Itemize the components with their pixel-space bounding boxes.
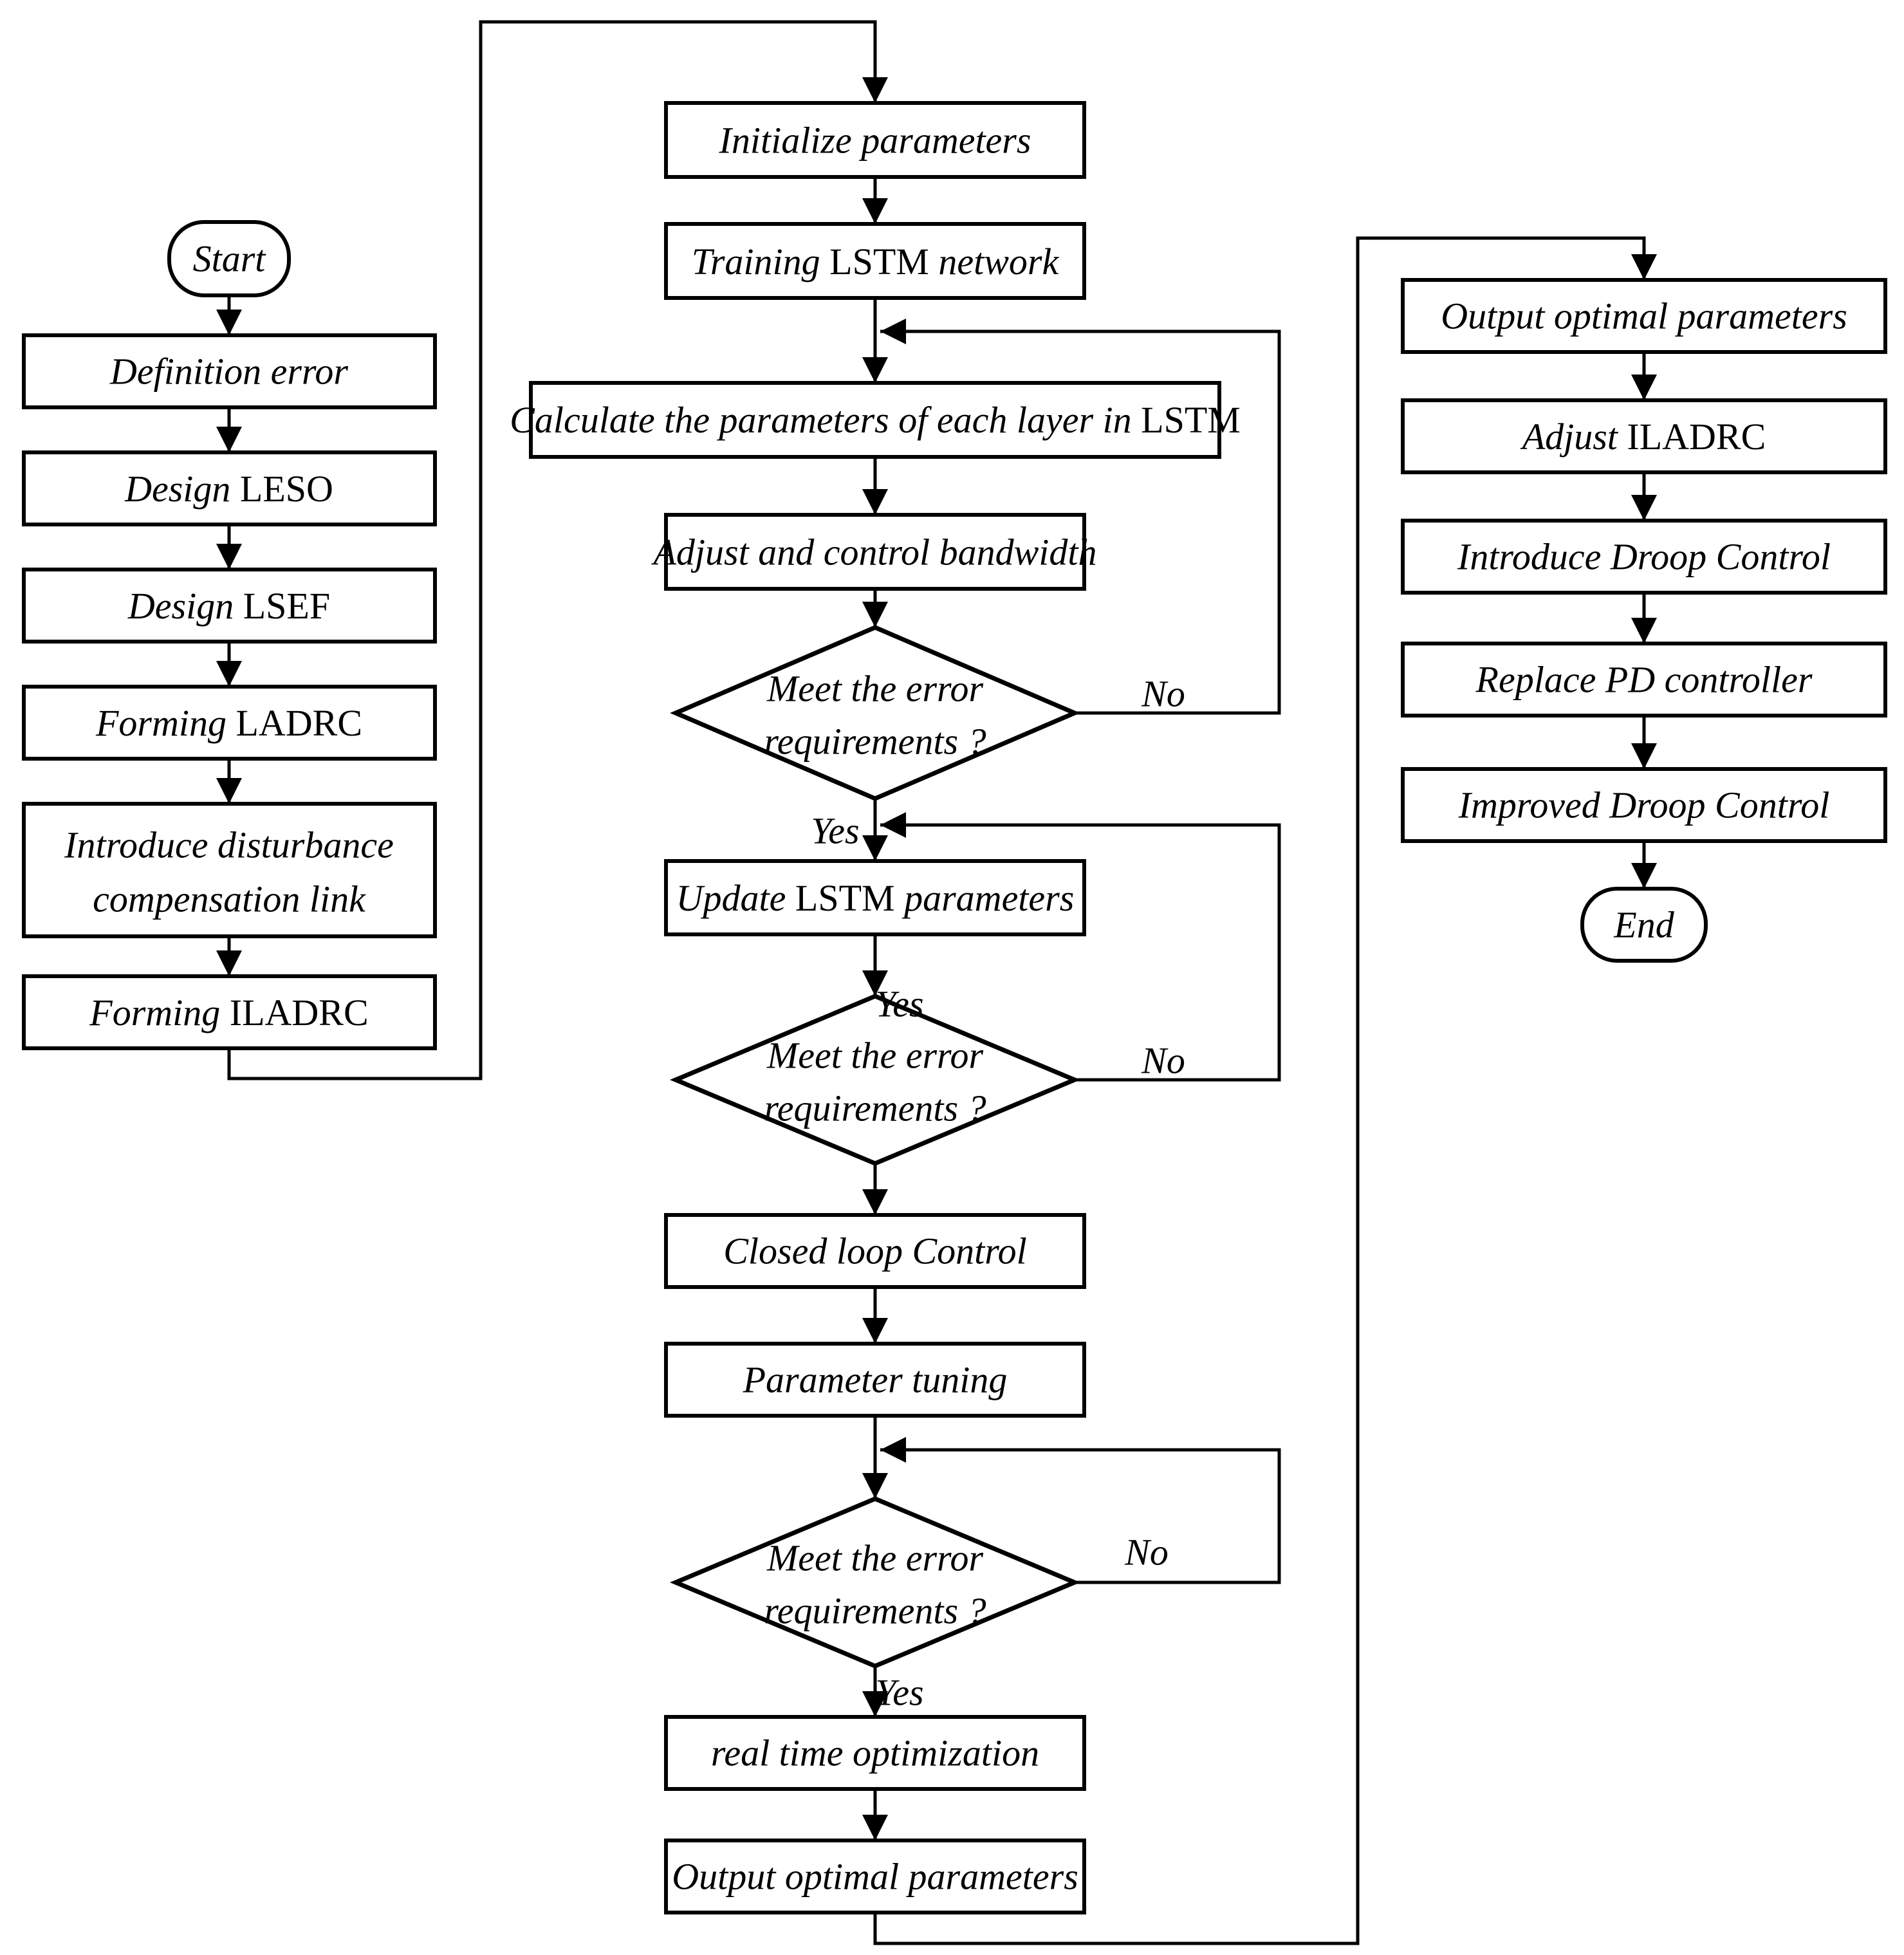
node-decision3-line1: Meet the error (766, 1537, 984, 1579)
node-improved-droop-control (1401, 767, 1887, 843)
node-adjust-iladrc (1401, 398, 1887, 474)
node-output-optimal-parameters-right-label: Output optimal parameters (1441, 295, 1847, 337)
node-end (1580, 887, 1708, 963)
node-forming-iladrc-label: Forming ILADRC (89, 992, 368, 1033)
edge-output-optimal-mid-to-output-optimal-right (873, 236, 1657, 1945)
node-adjust-bandwidth-label: Adjust and control bandwidth (651, 532, 1096, 573)
branch-labels: Yes Yes Yes No No No (811, 673, 1185, 1714)
edges (216, 20, 1657, 1945)
node-training-lstm-label: Training LSTM network (692, 241, 1060, 283)
node-introduce-disturbance (22, 802, 437, 938)
node-forming-ladrc (22, 685, 437, 761)
node-update-lstm-parameters (664, 859, 1086, 936)
node-decision2-line1: Meet the error (766, 1035, 984, 1077)
edge-decision3-no-loop (880, 1437, 1281, 1584)
node-output-optimal-parameters-mid (664, 1839, 1086, 1914)
node-decision3-line2: requirements ? (764, 1590, 986, 1632)
node-end-label: End (1613, 904, 1674, 946)
label-decision3-no: No (1124, 1532, 1169, 1573)
label-decision2-no: No (1141, 1040, 1185, 1082)
node-real-time-optimization-label: real time optimization (711, 1732, 1039, 1774)
node-decision3 (669, 1496, 1081, 1669)
label-decision1-no: No (1141, 673, 1185, 715)
right-column: Output optimal parameters Adjust ILADRC … (1401, 278, 1887, 963)
node-introduce-droop-control (1401, 519, 1887, 595)
edge-decision1-no-loop (880, 319, 1281, 715)
node-decision1-line2: requirements ? (764, 721, 986, 763)
node-closed-loop-control (664, 1213, 1086, 1289)
middle-column: Initialize parameters Training LSTM netw… (510, 101, 1241, 1914)
node-introduce-disturbance-line2: compensation link (93, 878, 366, 920)
node-parameter-tuning (664, 1342, 1086, 1418)
node-adjust-iladrc-label: Adjust ILADRC (1520, 416, 1766, 458)
node-forming-iladrc (22, 974, 437, 1050)
node-improved-droop-control-label: Improved Droop Control (1458, 784, 1830, 826)
node-start (167, 220, 291, 297)
node-decision2 (669, 994, 1081, 1166)
node-output-optimal-parameters-right (1401, 278, 1887, 354)
label-decision3-yes: Yes (875, 1672, 923, 1714)
node-introduce-disturbance-line1: Introduce disturbance (64, 824, 394, 866)
node-decision2-line2: requirements ? (764, 1088, 986, 1129)
node-design-leso-label: Design LESO (124, 468, 333, 510)
left-column: Start Definition error Design LESO Desig… (22, 220, 437, 1050)
node-decision1 (670, 625, 1080, 801)
node-initialize-parameters (664, 101, 1086, 179)
node-definition-error-label: Definition error (109, 351, 348, 393)
label-decision1-yes: Yes (811, 810, 859, 852)
label-decision2-yes: Yes (875, 983, 923, 1025)
node-initialize-parameters-label: Initialize parameters (719, 120, 1031, 162)
node-parameter-tuning-label: Parameter tuning (743, 1359, 1008, 1401)
node-replace-pd-controller-label: Replace PD controller (1475, 659, 1813, 701)
node-design-lsef-label: Design LSEF (127, 585, 330, 627)
node-forming-ladrc-label: Forming LADRC (95, 702, 362, 744)
edge-forming-iladrc-to-initialize (227, 20, 888, 1080)
node-definition-error (22, 333, 437, 409)
node-decision1-line1: Meet the error (766, 668, 984, 710)
node-calculate-layer-parameters-label: Calculate the parameters of each layer i… (510, 399, 1241, 441)
node-adjust-bandwidth (664, 513, 1086, 591)
node-closed-loop-control-label: Closed loop Control (723, 1230, 1027, 1272)
node-output-optimal-parameters-mid-label: Output optimal parameters (672, 1856, 1078, 1898)
node-update-lstm-parameters-label: Update LSTM parameters (676, 877, 1075, 919)
node-training-lstm (664, 222, 1086, 300)
node-real-time-optimization (664, 1715, 1086, 1791)
node-replace-pd-controller (1401, 642, 1887, 718)
node-calculate-layer-parameters (529, 381, 1221, 459)
node-design-leso (22, 450, 437, 526)
edge-decision2-no-loop (880, 812, 1281, 1082)
node-introduce-droop-control-label: Introduce Droop Control (1457, 536, 1831, 578)
node-design-lsef (22, 568, 437, 644)
node-start-label: Start (193, 238, 267, 280)
